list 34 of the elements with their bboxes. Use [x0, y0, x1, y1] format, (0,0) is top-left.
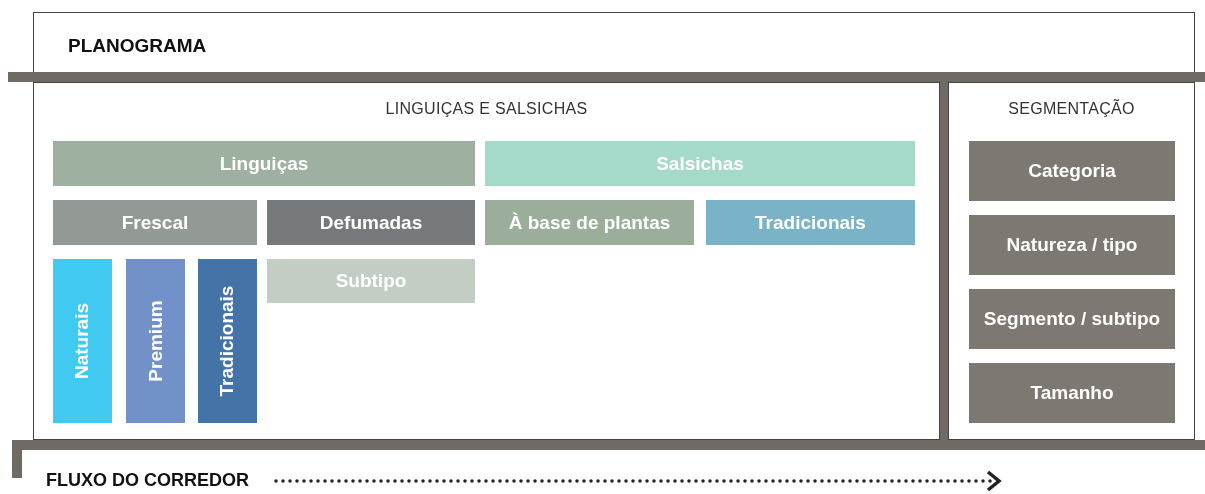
header-label: PLANOGRAMA: [68, 35, 207, 57]
type-bar: [53, 200, 257, 245]
tile-label: Subtipo: [335, 270, 407, 292]
tile-label: Segmento / subtipo: [983, 308, 1161, 330]
type-bar: [706, 200, 915, 245]
segment-column: [53, 259, 112, 423]
segmentation-box: [969, 363, 1175, 423]
segmentation-panel: [948, 82, 1195, 440]
tile-label: Tamanho: [1030, 382, 1114, 404]
category-bar: [53, 141, 475, 186]
segmentation-box: [969, 215, 1175, 275]
tile-label: Linguiças: [219, 152, 309, 175]
tile-label: Tradicionais: [216, 285, 239, 397]
tile-label: Defumadas: [319, 211, 423, 234]
aisle-flow-label: FLUXO DO CORREDOR: [46, 470, 249, 491]
tile-label: Naturais: [71, 303, 94, 379]
segmentation-box: [969, 289, 1175, 349]
type-bar: [267, 200, 475, 245]
segment-column: [198, 259, 257, 423]
segment-column: [126, 259, 185, 423]
type-bar: [485, 200, 694, 245]
shelf-section-panel: [33, 82, 940, 440]
tile-label: Salsichas: [656, 152, 744, 175]
section-heading: SEGMENTAÇÃO: [1007, 100, 1136, 118]
tile-label: À base de plantas: [508, 211, 671, 234]
tile-label: Categoria: [1028, 160, 1116, 182]
subtype-bar: [267, 259, 475, 303]
tile-label: Tradicionais: [755, 211, 866, 234]
tile-label: Natureza / tipo: [1006, 234, 1138, 256]
tile-label: Frescal: [121, 211, 189, 234]
section-heading: LINGUIÇAS E SALSICHAS: [384, 100, 589, 118]
tile-label: Premium: [144, 300, 167, 382]
segmentation-box: [969, 141, 1175, 201]
category-bar: [485, 141, 915, 186]
